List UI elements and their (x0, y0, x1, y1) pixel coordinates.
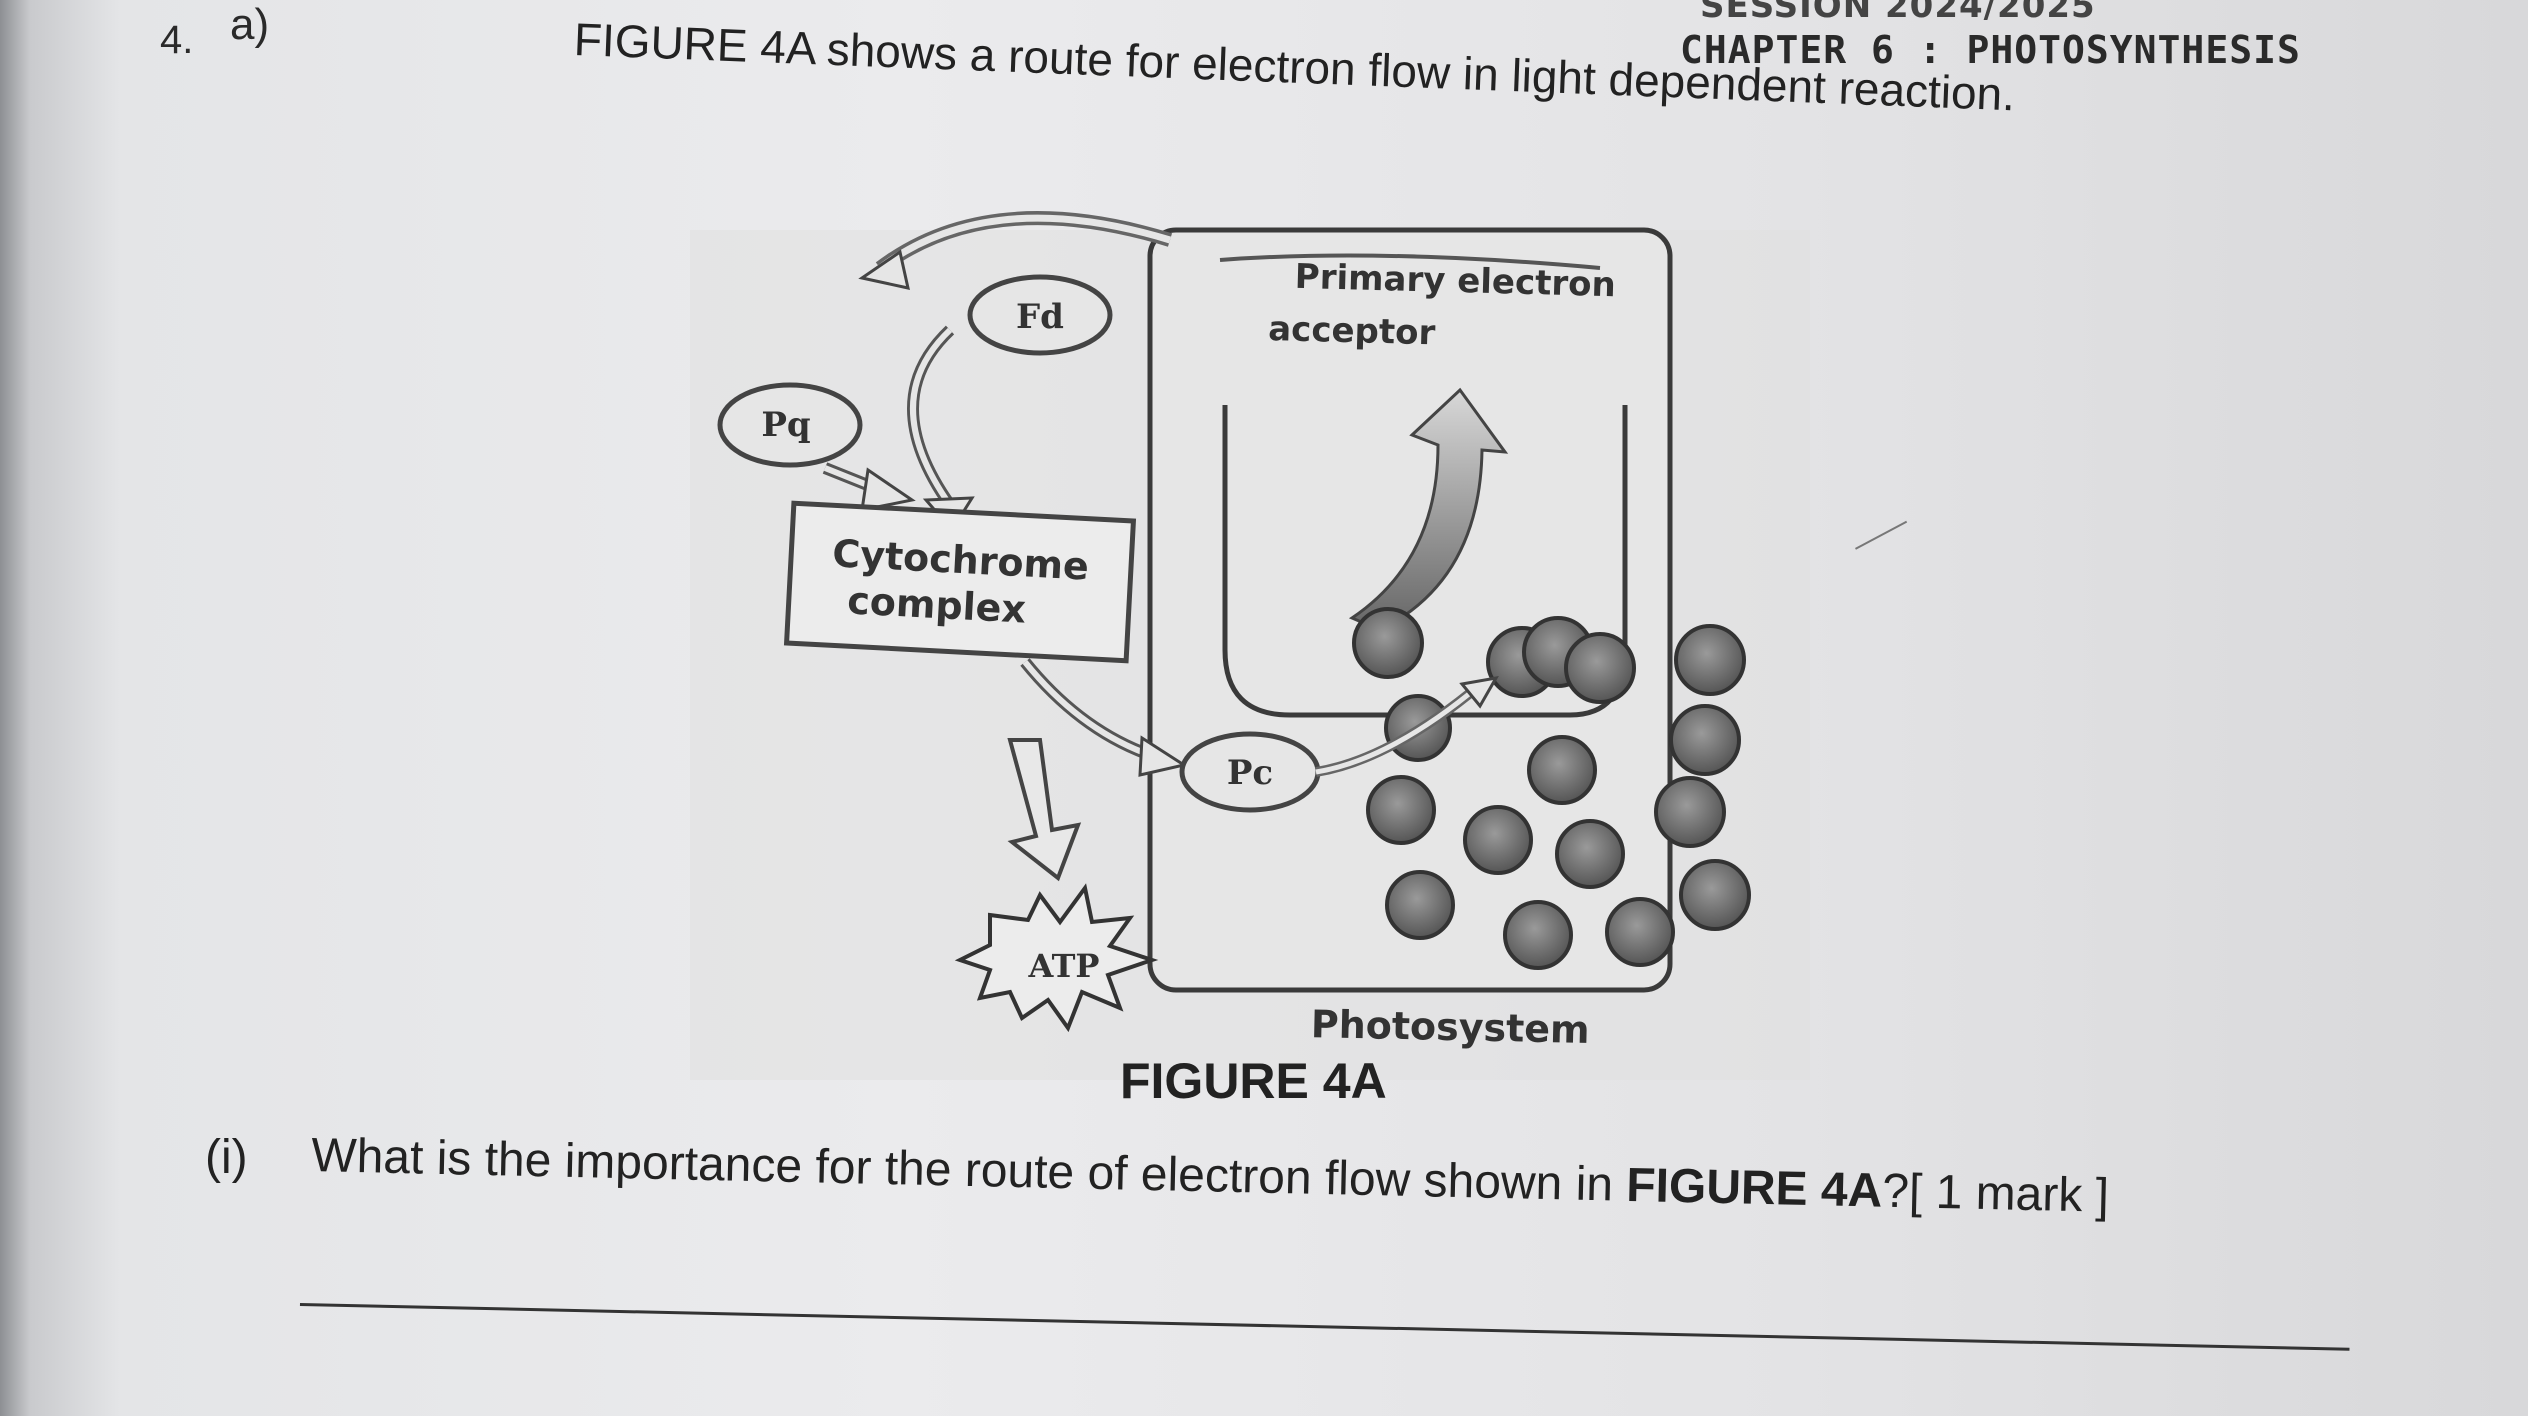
subquestion-mark: ?[ 1 mark ] (1881, 1164, 2110, 1223)
photosystem-label: Photosystem (1310, 1002, 1590, 1052)
answer-line[interactable] (299, 1303, 2350, 1351)
pen-mark (1855, 520, 1908, 550)
atp-production-arrow-icon (1007, 738, 1082, 882)
subquestion-figure-ref: FIGURE 4A (1625, 1158, 1883, 1218)
primary-acceptor-label-line2: acceptor (1268, 309, 1436, 353)
fd-oval (967, 274, 1113, 356)
pq-label: Pq (761, 405, 810, 445)
subquestion-label: (i) (205, 1131, 248, 1184)
figure-caption: FIGURE 4A (1120, 1053, 1387, 1109)
atp-label: ATP (1028, 947, 1100, 985)
pq-oval (717, 382, 863, 468)
pigment-molecules (1352, 607, 1751, 970)
cytochrome-complex-box (783, 500, 1137, 664)
pc-label: Pc (1227, 753, 1273, 793)
primary-acceptor-label-line1: Primary electron (1294, 257, 1616, 305)
cytochrome-label-line2: complex (846, 578, 1027, 631)
excitation-arrow-icon (1348, 387, 1509, 632)
fd-label: Fd (1016, 297, 1064, 337)
question-part: a) (230, 0, 270, 49)
atp-burst-icon (954, 883, 1159, 1033)
subquestion-body: What is the importance for the route of … (310, 1128, 1627, 1212)
question-number: 4. (160, 18, 194, 62)
session-header: SESSION 2024/2025 (1700, 0, 2096, 26)
figure-4a-diagram: Primary electron acceptor (690, 200, 1810, 1080)
subquestion-text: What is the importance for the route of … (311, 1128, 2110, 1224)
chapter-title: CHAPTER 6 : PHOTOSYNTHESIS (1680, 28, 2301, 72)
